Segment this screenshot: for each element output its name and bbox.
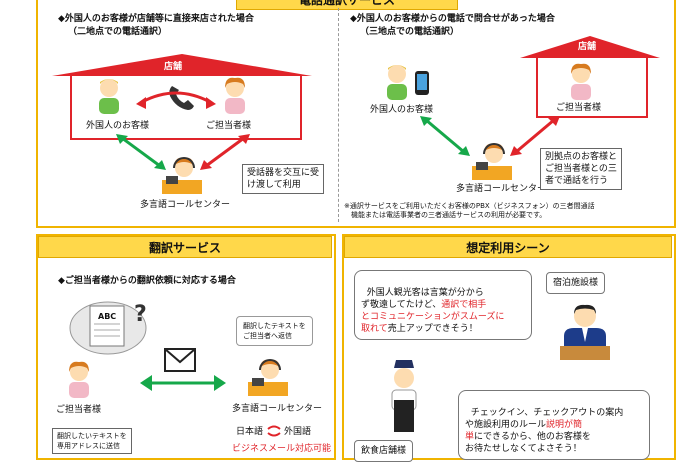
phone-right-red-arrow [510, 116, 560, 156]
phone-left-sub: （二地点での電話通訳） [68, 27, 168, 37]
phone-left-store-walls [70, 76, 302, 140]
phone-left-store-roof [52, 54, 312, 76]
question-mark-icon: ? [134, 302, 147, 327]
phone-left-store-label: 店舗 [164, 62, 183, 72]
bubble2-text-red2: 単 [465, 432, 475, 442]
phone-right-sub: （三地点での電話通訳） [360, 27, 460, 37]
phone-right-footnote: ※通訳サービスをご利用いただくお客様のPBX（ビジネスフォン）の三者間通話 機能… [344, 202, 595, 219]
phone-right-customer-label: 外国人のお客様 [370, 105, 434, 115]
phone-divider [338, 8, 339, 222]
bubble1-text-red: 通訳で相手 とコミュニケーションがスムーズに 取れて [361, 300, 505, 334]
scene-bubble-restaurant: 外国人観光客は言葉が分から ず敬遠してたけど、通訳で相手 とコミュニケーションが… [354, 270, 532, 340]
call-center-operator-icon [472, 143, 512, 180]
translation-staff-label: ご担当者様 [56, 405, 102, 415]
bubble1-text-b: 売上アップできそう！ [387, 324, 478, 334]
document-label: ABC [98, 312, 117, 321]
phone-service-title: 電話通訳サービス [236, 0, 458, 10]
staff-avatar-icon [69, 361, 89, 398]
restaurant-label-box: 飲食店舗様 [354, 440, 414, 462]
phone-left-note: 受話器を交互に受 け渡して利用 [242, 164, 325, 194]
staff-avatar-icon [225, 77, 245, 114]
staff-avatar-icon [571, 63, 591, 100]
phone-right-store-walls [536, 58, 648, 118]
scene-bubble-hotel: チェックイン、チェックアウトの案内 や施設利用のルール説明が簡 単にできるから、… [458, 390, 650, 460]
scenes-title: 想定利用シーン [344, 236, 672, 258]
lang-japanese-label: 日本語 [236, 427, 264, 437]
translation-green-arrow [140, 375, 226, 391]
phone-left-heading: ◆外国人のお客様が店舗等に直接来店された場合 [58, 14, 254, 24]
bubble2-text-red1: 説明が簡 [546, 420, 583, 430]
phone-left-green-arrow [116, 134, 166, 170]
translation-title: 翻訳サービス [38, 236, 332, 258]
translation-heading: ◆ご担当者様からの翻訳依頼に対応する場合 [58, 276, 236, 286]
phone-right-green-arrow [420, 116, 470, 156]
phone-service-panel [36, 0, 676, 228]
hotel-staff-icon [560, 304, 610, 360]
bubble2-text-b: にできるから、他のお客様を お待たせしなくてよさそう！ [465, 432, 591, 454]
translation-send-note: 翻訳したいテキストを 専用アドレスに送信 [52, 428, 132, 454]
smartphone-icon [415, 71, 429, 95]
phone-left-customer-label: 外国人のお客様 [86, 121, 150, 131]
call-center-operator-icon [162, 157, 202, 194]
phone-right-heading: ◆外国人のお客様からの電話で問合せがあった場合 [350, 14, 555, 24]
restaurant-staff-icon [391, 360, 417, 432]
phone-right-store-roof [520, 36, 660, 58]
bubble2-text-a: チェックイン、チェックアウトの案内 や施設利用のルール [465, 408, 624, 430]
phone-left-red-arrow-2 [200, 134, 250, 170]
phone-right-staff-label: ご担当者様 [556, 103, 602, 113]
lang-foreign-label: 外国語 [284, 427, 312, 437]
translation-center-label: 多言語コールセンター [232, 404, 323, 414]
phone-left-staff-label: ご担当者様 [206, 121, 252, 131]
phone-right-note: 別拠点のお客様と ご担当者様との三 者で通話を行う [540, 148, 623, 190]
swap-arrows-icon [267, 425, 281, 437]
phone-left-center-label: 多言語コールセンター [140, 200, 231, 210]
envelope-icon [164, 348, 196, 372]
document-cloud-icon [69, 301, 147, 355]
customer-avatar-icon [99, 79, 119, 114]
bubble1-text-a: 外国人観光客は言葉が分から ず敬遠してたけど、 [361, 288, 484, 310]
hotel-label-box: 宿泊施設様 [546, 272, 606, 294]
translation-reply-note: 翻訳したテキストを ご担当者へ返信 [236, 316, 313, 346]
call-center-operator-icon [248, 359, 288, 396]
phone-left-red-arrow [136, 91, 216, 109]
business-mail-text: ビジネスメール対応可能 [232, 444, 332, 454]
customer-avatar-icon [387, 65, 407, 100]
phone-right-center-label: 多言語コールセンター [456, 184, 547, 194]
phone-right-store-label: 店舗 [578, 42, 597, 52]
